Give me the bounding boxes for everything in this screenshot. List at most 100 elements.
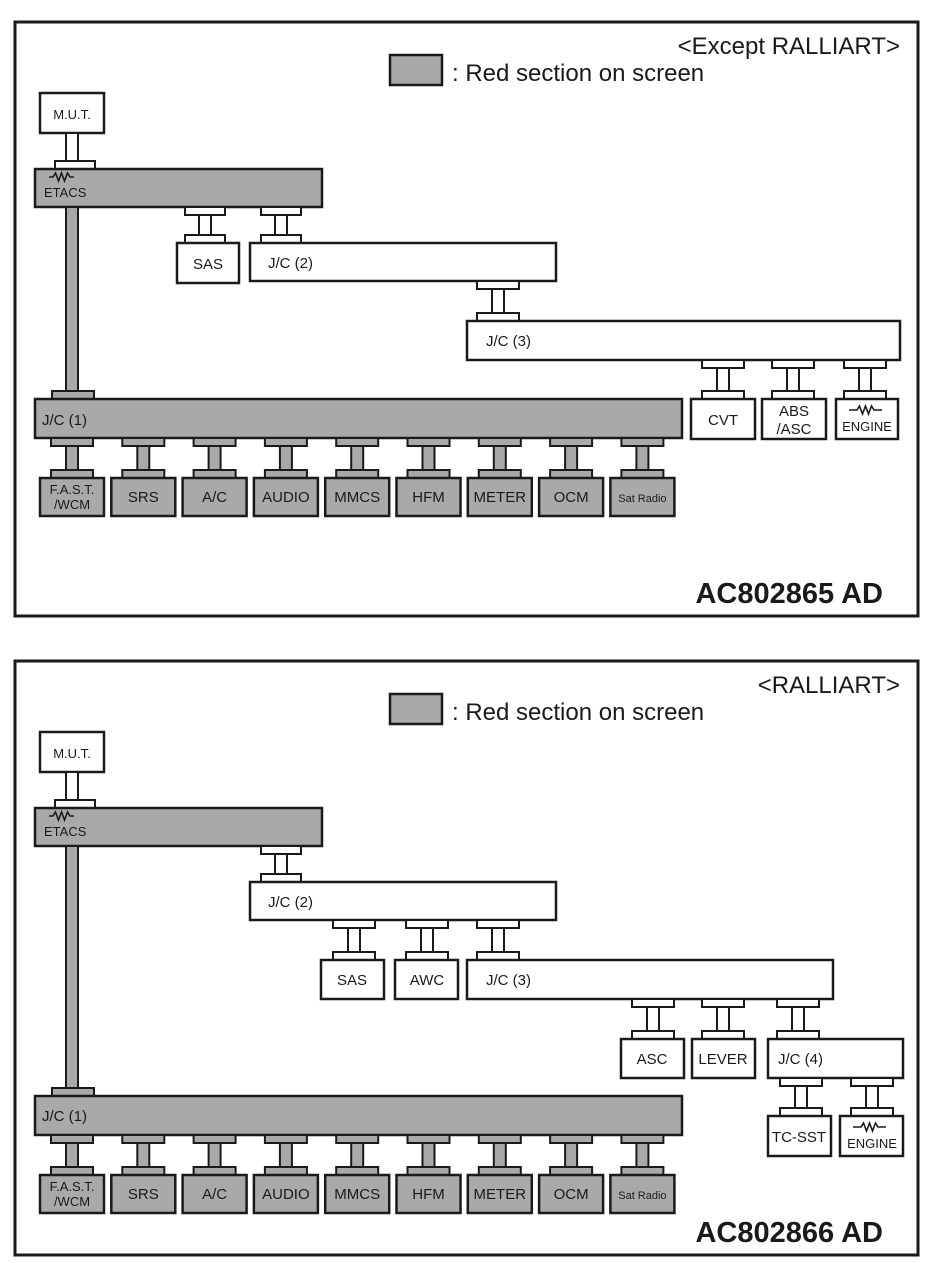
- lever-box: [690, 1037, 757, 1080]
- connector: [274, 853, 288, 875]
- connector-cap: [620, 1134, 665, 1144]
- connector-cap: [406, 1134, 451, 1144]
- node-label: F.A.S.T.: [50, 1179, 95, 1194]
- connector: [207, 445, 222, 471]
- legend-text: : Red section on screen: [452, 699, 704, 726]
- mut-box: [38, 730, 106, 774]
- connector-cap: [701, 359, 745, 369]
- awc-box: [393, 958, 460, 1001]
- bus-trunk: [65, 206, 79, 392]
- etacs-box: [33, 806, 324, 848]
- engine-box: [838, 1114, 905, 1158]
- connector-cap: [406, 437, 451, 447]
- node-box-audio: [252, 1173, 320, 1215]
- jc1-label: J/C (1): [42, 412, 87, 429]
- jc1-box: [33, 1094, 684, 1137]
- connector: [858, 367, 872, 392]
- node-box-sat-radio: [609, 1173, 676, 1215]
- diagram-frame: [13, 20, 920, 618]
- mut-label: M.U.T.: [53, 746, 91, 761]
- connector: [278, 445, 293, 471]
- bus-trunk: [65, 845, 79, 1089]
- node-label: MMCS: [334, 1186, 380, 1203]
- node-label: AUDIO: [262, 489, 310, 506]
- connector: [136, 445, 151, 471]
- connector: [794, 1085, 808, 1109]
- connector-cap: [50, 437, 94, 447]
- connector-cap: [476, 280, 520, 290]
- engine-box: [834, 397, 900, 441]
- connector: [716, 1006, 730, 1032]
- variant-label: <RALLIART>: [758, 672, 900, 699]
- node-label: A/C: [202, 489, 227, 506]
- connector-cap: [50, 1134, 94, 1144]
- node-label: /WCM: [54, 497, 90, 512]
- cvt-box: [689, 397, 757, 441]
- node-box-meter: [466, 476, 534, 518]
- jc2-label: J/C (2): [268, 255, 313, 272]
- connector-cap: [260, 845, 302, 855]
- node-label: HFM: [412, 1186, 445, 1203]
- connector: [865, 1085, 879, 1109]
- sas-label: SAS: [337, 972, 367, 989]
- connector: [635, 445, 650, 471]
- connector: [716, 367, 730, 392]
- jc1-box: [33, 397, 684, 440]
- node-box-a-c: [181, 476, 248, 518]
- sas-box: [319, 958, 386, 1001]
- connector-cap: [850, 1077, 894, 1087]
- asc-box: [619, 1037, 686, 1080]
- jc3-label: J/C (3): [486, 333, 531, 350]
- resistor-icon: [853, 1120, 886, 1134]
- node-label: METER: [474, 1186, 527, 1203]
- figure-code: AC802865 AD: [695, 578, 883, 610]
- node-label: /WCM: [54, 1194, 90, 1209]
- connector: [347, 927, 361, 953]
- node-box-hfm: [395, 476, 462, 518]
- node-label: F.A.S.T.: [50, 482, 95, 497]
- node-box-ocm: [537, 476, 605, 518]
- resistor-icon: [49, 170, 74, 184]
- connector: [786, 367, 800, 392]
- connector: [491, 288, 505, 314]
- connector: [198, 214, 212, 236]
- connector-cap: [335, 437, 380, 447]
- node-label: MMCS: [334, 489, 380, 506]
- connector-cap: [549, 1134, 594, 1144]
- node-label: OCM: [554, 1186, 589, 1203]
- mut-label: M.U.T.: [53, 107, 91, 122]
- jc2-box: [248, 880, 558, 922]
- connector: [564, 445, 579, 471]
- connector: [564, 1142, 579, 1168]
- connector: [207, 1142, 222, 1168]
- legend-text: : Red section on screen: [452, 60, 704, 87]
- lever-label: LEVER: [698, 1051, 747, 1068]
- connector-cap: [192, 437, 237, 447]
- connector: [491, 927, 505, 953]
- figure-code: AC802866 AD: [695, 1217, 883, 1249]
- engine-label: ENGINE: [847, 1136, 897, 1151]
- node-box-hfm: [395, 1173, 462, 1215]
- connector: [492, 1142, 507, 1168]
- connector: [136, 1142, 151, 1168]
- connector: [420, 927, 434, 953]
- asc-label: ASC: [637, 1051, 668, 1068]
- node-label: OCM: [554, 489, 589, 506]
- node-label: HFM: [412, 489, 445, 506]
- connector-cap: [121, 1134, 166, 1144]
- connector: [274, 214, 288, 236]
- node-box-f-a-s-t-wcm: [38, 1173, 106, 1215]
- connector-cap: [260, 206, 302, 216]
- tc-sst-box: [766, 1114, 833, 1158]
- jc4-box: [766, 1037, 905, 1080]
- cvt-label: CVT: [708, 412, 738, 429]
- node-label: AUDIO: [262, 1186, 310, 1203]
- node-box-srs: [110, 1173, 177, 1215]
- legend-swatch: [388, 53, 444, 87]
- node-label: SRS: [128, 489, 159, 506]
- resistor-icon: [49, 809, 74, 823]
- connector: [278, 1142, 293, 1168]
- node-box-srs: [110, 476, 177, 518]
- node-label: Sat Radio: [618, 493, 666, 505]
